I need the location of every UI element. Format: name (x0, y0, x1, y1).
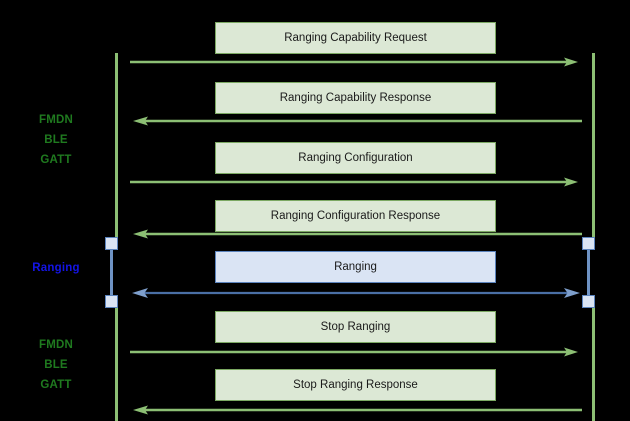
arrow-stop-ranging-response (132, 404, 582, 416)
message-label: Ranging (334, 261, 377, 273)
arrow-ranging-bidirectional (130, 287, 582, 299)
phase-label-ranging: Ranging (32, 262, 80, 274)
message-box-ranging-configuration-response: Ranging Configuration Response (215, 200, 496, 232)
message-label: Ranging Capability Response (279, 92, 432, 104)
lifeline-left-segment-top (115, 53, 118, 243)
activation-bar-right (587, 243, 590, 301)
activation-right-end-marker (582, 295, 595, 308)
phase-label-fmdn-ble-gatt-top: FMDN BLE GATT (38, 114, 73, 166)
arrow-ranging-capability-response (132, 115, 582, 127)
message-box-ranging-configuration: Ranging Configuration (215, 142, 496, 174)
phase-label-fmdn-ble-gatt-bottom: FMDN BLE GATT (38, 339, 73, 391)
message-label: Ranging Configuration (298, 152, 413, 164)
message-box-ranging-capability-request: Ranging Capability Request (215, 22, 496, 54)
message-label: Ranging Configuration Response (270, 210, 441, 222)
activation-left-end-marker (105, 295, 118, 308)
message-label: Ranging Capability Request (284, 32, 427, 44)
message-label: Stop Ranging (320, 321, 391, 333)
activation-bar-left (110, 243, 113, 301)
arrow-ranging-configuration (130, 176, 580, 188)
lifeline-right-segment-bottom (592, 300, 595, 421)
message-box-ranging: Ranging (215, 251, 496, 283)
arrow-ranging-capability-request (130, 56, 580, 68)
activation-right-start-marker (582, 237, 595, 250)
lifeline-left-segment-bottom (115, 300, 118, 421)
activation-left-start-marker (105, 237, 118, 250)
message-label: Stop Ranging Response (293, 379, 418, 391)
arrow-ranging-configuration-response (132, 228, 582, 240)
arrow-stop-ranging (130, 346, 580, 358)
lifeline-right-segment-top (592, 53, 595, 243)
message-box-stop-ranging-response: Stop Ranging Response (215, 369, 496, 401)
message-box-stop-ranging: Stop Ranging (215, 311, 496, 343)
message-box-ranging-capability-response: Ranging Capability Response (215, 82, 496, 114)
